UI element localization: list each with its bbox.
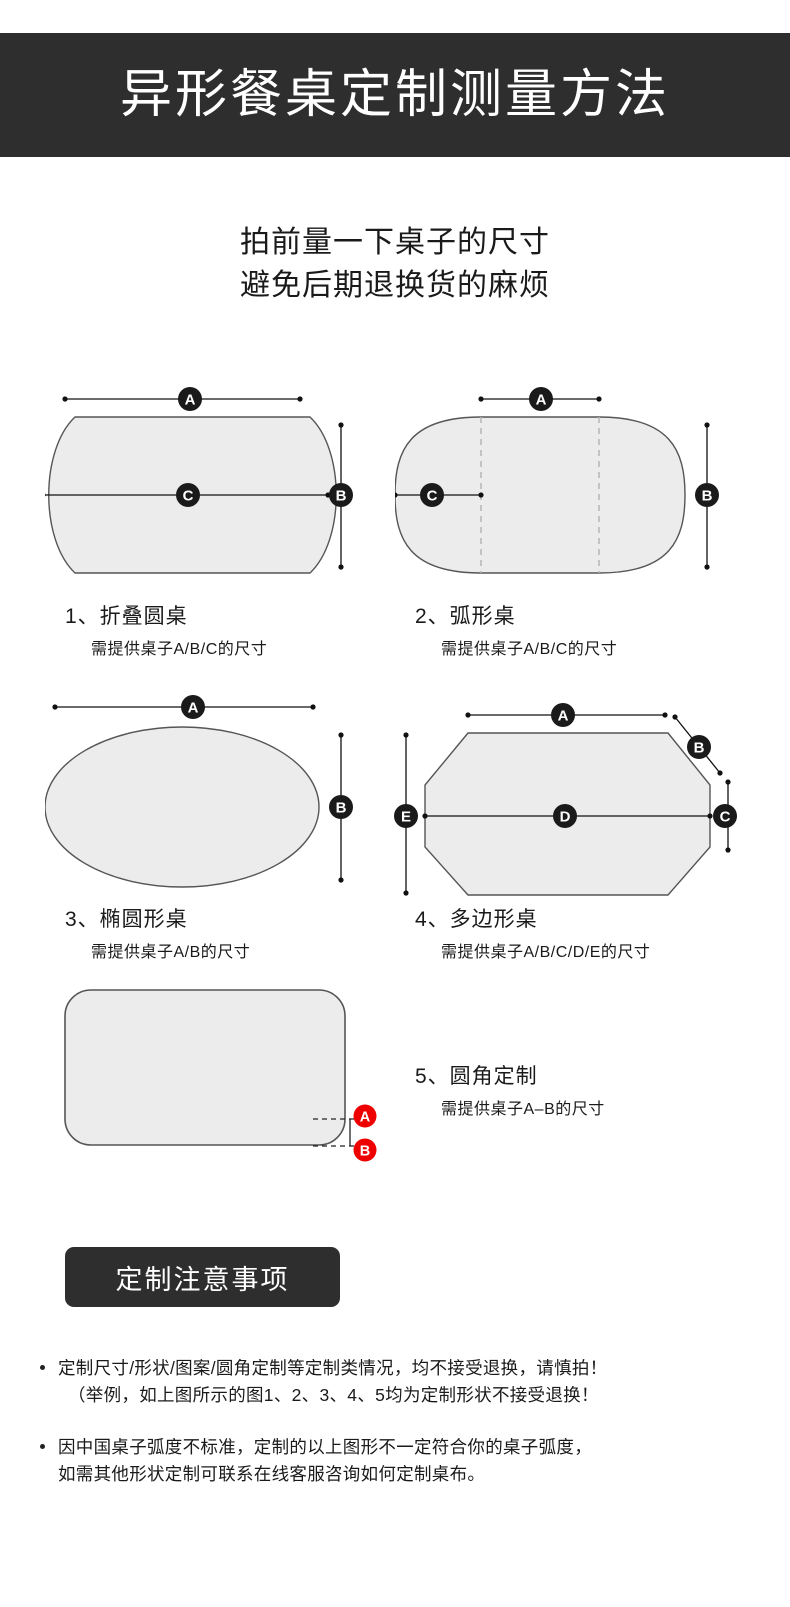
marker-e: E bbox=[394, 804, 418, 828]
dimension-endpoint bbox=[465, 712, 471, 718]
diagram-4-polygon-table: A B C D E 4、多边形桌 需提供桌子A/B/C/D/E的尺寸 bbox=[380, 685, 755, 961]
marker-a: A bbox=[178, 387, 202, 411]
page-title: 异形餐桌定制测量方法 bbox=[119, 66, 670, 124]
diagram-2-caption-main: 2、弧形桌 bbox=[415, 605, 516, 628]
dimension-endpoint bbox=[707, 813, 713, 819]
svg-text:D: D bbox=[560, 809, 571, 826]
diagram-2-svg: A C B bbox=[395, 387, 719, 574]
marker-a: A bbox=[353, 1104, 377, 1128]
dimension-endpoint bbox=[596, 396, 602, 402]
diagram-4-caption-main: 4、多边形桌 bbox=[415, 908, 538, 931]
marker-a: A bbox=[551, 703, 575, 727]
diagram-5-rounded-corner: A B 5、圆角定制 需提供桌子A–B的尺寸 bbox=[45, 980, 604, 1170]
dimension-endpoint bbox=[403, 890, 409, 896]
svg-text:C: C bbox=[720, 809, 731, 826]
marker-a: A bbox=[181, 695, 205, 719]
dimension-endpoint bbox=[725, 847, 731, 853]
bullet-dot-icon bbox=[40, 1444, 45, 1450]
diagram-3-svg: A B bbox=[45, 695, 353, 888]
svg-text:E: E bbox=[401, 809, 411, 826]
diagram-2-caption: 2、弧形桌 需提供桌子A/B/C的尺寸 bbox=[415, 600, 617, 659]
diagram-1-folding-round-table: A C B 1、折叠圆桌 需提供桌子A/B/C的尺寸 bbox=[45, 375, 390, 658]
marker-d: D bbox=[553, 804, 577, 828]
dimension-endpoint bbox=[52, 704, 58, 710]
diagram-1-caption-main: 1、折叠圆桌 bbox=[65, 605, 188, 628]
dimension-endpoint bbox=[717, 770, 723, 776]
diagram-4-svg: A B C D E bbox=[394, 703, 737, 896]
notice-item: 定制尺寸/形状/图案/圆角定制等定制类情况，均不接受退换，请慎拍！ （举例，如上… bbox=[36, 1355, 762, 1408]
diagram-5-caption: 5、圆角定制 需提供桌子A–B的尺寸 bbox=[415, 1060, 605, 1119]
svg-text:C: C bbox=[427, 488, 438, 505]
marker-b: B bbox=[329, 483, 353, 507]
svg-text:A: A bbox=[188, 700, 199, 717]
notice-heading-label: 定制注意事项 bbox=[115, 1264, 290, 1295]
marker-b: B bbox=[329, 795, 353, 819]
diagram-3-caption-main: 3、椭圆形桌 bbox=[65, 908, 188, 931]
diagram-1-caption: 1、折叠圆桌 需提供桌子A/B/C的尺寸 bbox=[65, 600, 267, 659]
svg-text:B: B bbox=[336, 488, 347, 505]
dimension-endpoint bbox=[338, 732, 344, 738]
notice-item: 因中国桌子弧度不标准，定制的以上图形不一定符合你的桌子弧度， 如需其他形状定制可… bbox=[36, 1434, 762, 1487]
dimension-endpoint bbox=[672, 714, 678, 720]
notice-item-line-1: 因中国桌子弧度不标准，定制的以上图形不一定符合你的桌子弧度， bbox=[58, 1437, 592, 1458]
dimension-endpoint bbox=[338, 422, 344, 428]
svg-text:A: A bbox=[536, 392, 547, 409]
notice-item-line-2: （举例，如上图所示的图1、2、3、4、5均为定制形状不接受退换！ bbox=[68, 1384, 599, 1405]
marker-b: B bbox=[695, 483, 719, 507]
subtitle-line-1: 拍前量一下桌子的尺寸 bbox=[240, 226, 550, 259]
diagram-3-caption-sub: 需提供桌子A/B的尺寸 bbox=[91, 944, 251, 961]
marker-b: B bbox=[687, 735, 711, 759]
diagram-3-caption: 3、椭圆形桌 需提供桌子A/B的尺寸 bbox=[65, 903, 250, 962]
svg-text:B: B bbox=[360, 1144, 370, 1160]
svg-text:B: B bbox=[694, 740, 705, 757]
diagram-5-caption-main: 5、圆角定制 bbox=[415, 1065, 538, 1088]
svg-text:A: A bbox=[360, 1110, 371, 1126]
dimension-endpoint bbox=[478, 396, 484, 402]
bullet-dot-icon bbox=[40, 1365, 45, 1370]
subtitle-block: 拍前量一下桌子的尺寸 避免后期退换货的麻烦 bbox=[0, 222, 790, 307]
diagram-2-caption-sub: 需提供桌子A/B/C的尺寸 bbox=[441, 641, 618, 658]
diagram-3-oval-table: A B 3、椭圆形桌 需提供桌子A/B的尺寸 bbox=[45, 685, 390, 961]
dimension-endpoint bbox=[704, 422, 710, 428]
dimension-endpoint bbox=[395, 492, 398, 498]
svg-text:B: B bbox=[336, 800, 347, 817]
notice-heading-pill: 定制注意事项 bbox=[65, 1247, 340, 1307]
notice-list: 定制尺寸/形状/图案/圆角定制等定制类情况，均不接受退换，请慎拍！ （举例，如上… bbox=[36, 1355, 762, 1513]
dimension-endpoint bbox=[704, 564, 710, 570]
table-shape-5 bbox=[64, 989, 346, 1146]
subtitle-line-2: 避免后期退换货的麻烦 bbox=[240, 268, 550, 302]
header-banner: 异形餐桌定制测量方法 bbox=[0, 33, 790, 157]
dimension-endpoint bbox=[662, 712, 668, 718]
table-shape-3 bbox=[45, 726, 320, 888]
svg-text:B: B bbox=[702, 488, 713, 505]
diagram-5-caption-sub: 需提供桌子A–B的尺寸 bbox=[441, 1101, 605, 1118]
diagram-1-svg: A C B bbox=[45, 387, 353, 574]
dimension-endpoint bbox=[338, 564, 344, 570]
diagram-4-caption-sub: 需提供桌子A/B/C/D/E的尺寸 bbox=[441, 944, 651, 961]
marker-a: A bbox=[529, 387, 553, 411]
marker-c: C bbox=[713, 804, 737, 828]
marker-b: B bbox=[353, 1138, 377, 1162]
notice-item-line-1: 定制尺寸/形状/图案/圆角定制等定制类情况，均不接受退换，请慎拍！ bbox=[58, 1358, 608, 1378]
diagram-5-svg: A B bbox=[64, 989, 377, 1162]
svg-text:C: C bbox=[183, 488, 194, 505]
dimension-endpoint bbox=[422, 813, 428, 819]
svg-text:A: A bbox=[558, 708, 569, 725]
diagram-4-caption: 4、多边形桌 需提供桌子A/B/C/D/E的尺寸 bbox=[415, 903, 650, 962]
dimension-endpoint bbox=[310, 704, 316, 710]
dimension-endpoint bbox=[478, 492, 484, 498]
notice-item-line-2: 如需其他形状定制可联系在线客服咨询如何定制桌布。 bbox=[58, 1463, 486, 1484]
dimension-endpoint bbox=[62, 396, 68, 402]
dimension-endpoint bbox=[338, 877, 344, 883]
dimension-endpoint bbox=[297, 396, 303, 402]
marker-c: C bbox=[176, 483, 200, 507]
marker-c: C bbox=[420, 483, 444, 507]
diagram-1-caption-sub: 需提供桌子A/B/C的尺寸 bbox=[91, 641, 268, 658]
dimension-endpoint bbox=[403, 732, 409, 738]
dimension-endpoint bbox=[45, 493, 46, 497]
svg-text:A: A bbox=[185, 392, 196, 409]
dimension-endpoint bbox=[725, 779, 731, 785]
diagram-2-arc-table: A C B 2、弧形桌 需提供桌子A/B/C的尺寸 bbox=[395, 375, 755, 658]
